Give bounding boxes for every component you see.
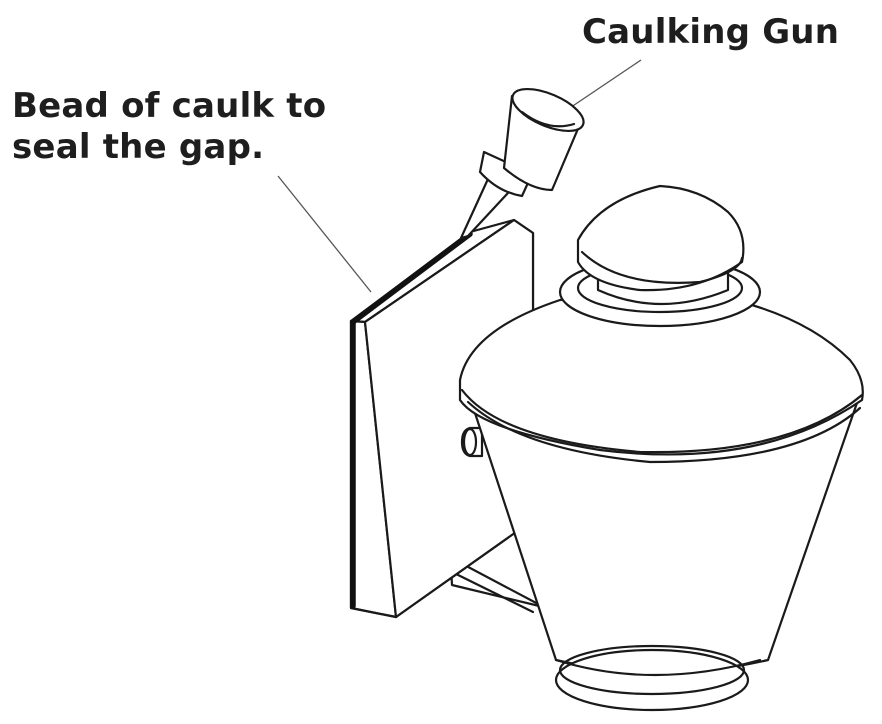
caulk-bead [350, 231, 473, 609]
caulking-gun [459, 87, 585, 240]
caulk-label-line2: seal the gap. [12, 126, 265, 167]
backplate [349, 218, 535, 619]
lantern-body [472, 398, 860, 712]
top-cap [576, 184, 745, 306]
side-knob [460, 426, 484, 458]
lantern-hood [458, 286, 864, 464]
caulk-bead-label: Bead of caulk to seal the gap. [12, 86, 326, 168]
caulking-gun-label: Caulking Gun [582, 12, 840, 52]
caulk-leader-line [277, 175, 372, 293]
caulk-label-line1: Bead of caulk to [12, 86, 327, 126]
